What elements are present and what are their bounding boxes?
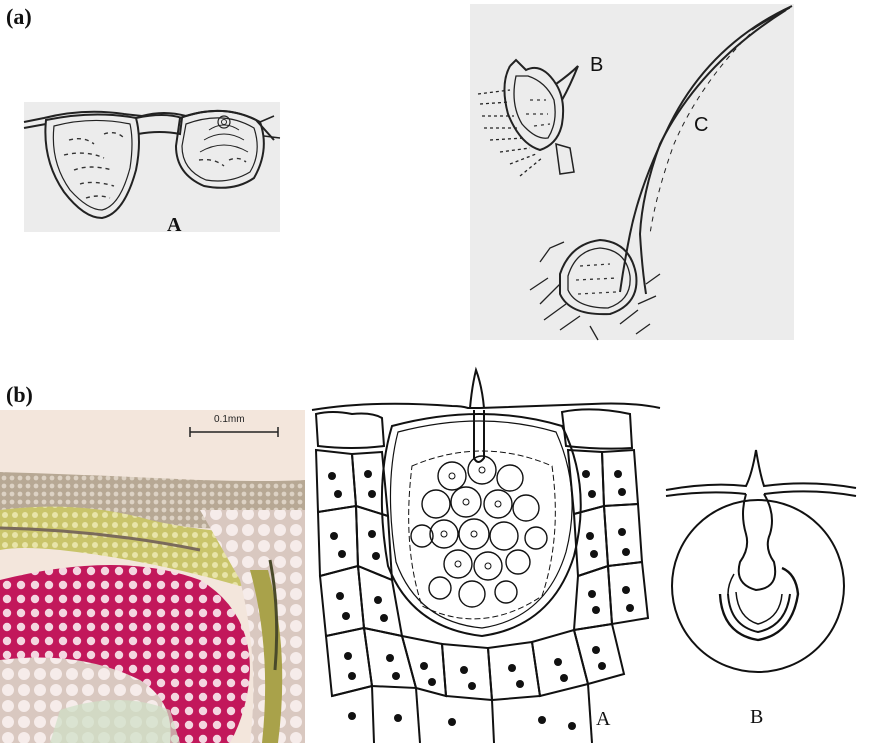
scale-bar-label: 0.1mm <box>214 414 245 425</box>
panel-a-sketch-A <box>24 100 284 235</box>
panel-b-micrograph <box>0 410 305 743</box>
panel-b-sketch-B <box>660 444 870 684</box>
panel-a-fig-C-label: C <box>694 114 708 137</box>
panel-a-fig-A-label: A <box>167 214 181 237</box>
panel-a-sketch-BC <box>470 4 800 344</box>
panel-b-label: (b) <box>6 382 33 408</box>
panel-b-fig-A-label: A <box>596 708 610 731</box>
panel-b-fig-B-label: B <box>750 706 763 729</box>
panel-a-fig-B-label: B <box>590 54 603 77</box>
panel-b-sketch-A <box>312 366 662 743</box>
panel-a-label: (a) <box>6 4 32 30</box>
